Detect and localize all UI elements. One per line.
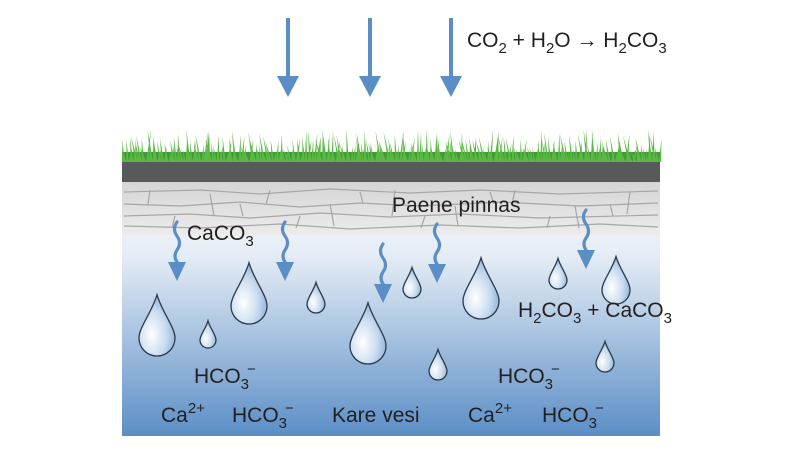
seepage-arrow <box>577 208 595 269</box>
grass-layer <box>121 128 662 162</box>
rain-arrows <box>277 18 462 97</box>
equation-dissolution: H2​CO3​ + CaCO3​ <box>518 299 672 327</box>
rain-arrow <box>359 18 381 97</box>
grass-blades <box>121 128 662 162</box>
water-droplet <box>462 255 500 320</box>
rain-arrow <box>440 18 462 97</box>
label-limestone-surface: Paene pinnas <box>392 194 520 217</box>
water-droplet <box>402 265 422 299</box>
ion-calcium: Ca2+​ <box>468 400 512 427</box>
water-droplet <box>306 280 326 314</box>
water-droplet <box>349 300 387 365</box>
seepage-arrow <box>276 220 294 281</box>
water-droplet <box>428 347 448 381</box>
seepage-arrow <box>168 220 186 281</box>
water-droplet <box>548 256 568 290</box>
ion-bicarbonate: HCO3−​ <box>232 400 294 432</box>
water-droplets <box>138 254 631 381</box>
ion-calcium: Ca2+​ <box>161 400 205 427</box>
water-droplet <box>230 260 268 325</box>
rain-arrow <box>277 18 299 97</box>
ion-bicarbonate: HCO3−​ <box>194 361 256 393</box>
water-droplet <box>199 318 217 349</box>
water-droplet <box>138 292 176 357</box>
water-droplet <box>595 339 615 373</box>
label-hard-water: Kare vesi <box>332 404 420 427</box>
water-droplet <box>601 254 631 305</box>
seepage-arrow <box>428 222 446 283</box>
soil-layer <box>122 161 660 182</box>
ion-bicarbonate: HCO3−​ <box>542 400 604 432</box>
label-calcium-carbonate: CaCO3 <box>187 222 254 250</box>
seepage-arrow <box>374 242 392 303</box>
ion-bicarbonate: HCO3−​ <box>498 361 560 393</box>
equation-carbonic-acid: CO2​ + H2​O → H2​CO3​ <box>467 29 667 57</box>
seepage-arrows <box>168 208 595 303</box>
